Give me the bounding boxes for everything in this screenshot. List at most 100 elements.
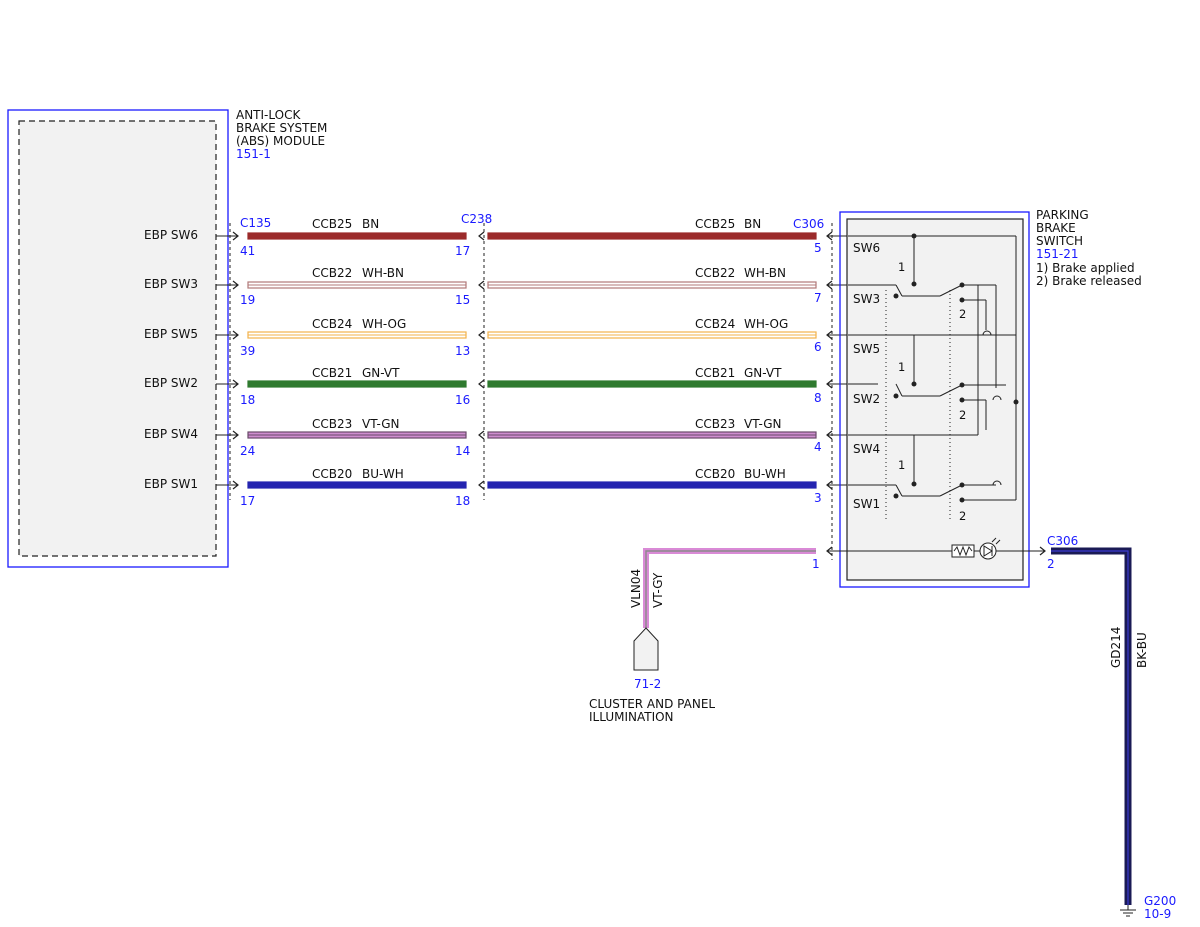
contact-dot — [959, 382, 965, 388]
sw6-label: SW6 — [853, 241, 880, 255]
connector-arrow — [232, 330, 239, 340]
sw1-blade-1 — [895, 484, 903, 497]
pin-c306: 5 — [814, 241, 822, 255]
led-icon — [979, 542, 997, 560]
c306-arrow — [826, 480, 833, 490]
sw5-hop — [982, 330, 992, 336]
pin-label: EBP SW3 — [144, 277, 198, 291]
contact-dot — [959, 297, 965, 303]
position-mark: 2 — [959, 307, 966, 321]
contact-dot — [893, 393, 899, 399]
circuit-id-2: CCB21 — [695, 366, 735, 380]
c306-arrow — [826, 379, 833, 389]
illumination-wire-color: VT-GY — [651, 572, 665, 608]
illumination-pin: 1 — [812, 557, 820, 571]
connector-arrow — [232, 280, 239, 290]
connector-arrow — [232, 480, 239, 490]
wire-color-1: GN-VT — [362, 366, 400, 380]
circuit-row-sw3: EBP SW3 CCB22 WH-BN CCB22 WH-BN 19 15 7 — [144, 266, 848, 307]
ground-circuit: C306 2 GD214 BK-BU G200 10-9 — [1047, 534, 1176, 921]
pin-label: EBP SW4 — [144, 427, 198, 441]
circuit-id-2: CCB23 — [695, 417, 735, 431]
c306-arrow — [826, 430, 833, 440]
abs-module-ref[interactable]: 151-1 — [236, 147, 271, 161]
sw5-label: SW5 — [853, 342, 880, 356]
sw1-hop — [992, 480, 1002, 486]
abs-module: ANTI-LOCK BRAKE SYSTEM (ABS) MODULE 151-… — [7, 108, 327, 568]
contact-dot — [959, 497, 965, 503]
c238-arrow — [478, 379, 485, 389]
contact-dot — [893, 293, 899, 299]
connector-arrow — [232, 379, 239, 389]
abs-module-title-line-1: ANTI-LOCK — [236, 108, 301, 122]
ground-wire — [1051, 547, 1132, 905]
wire-color-1: BU-WH — [362, 467, 404, 481]
sw3-blade-1 — [895, 284, 903, 297]
pin-c306: 6 — [814, 340, 822, 354]
switch-outline — [839, 211, 1030, 588]
contact-dot — [911, 481, 917, 487]
led-diode — [983, 545, 993, 557]
abs-module-body — [18, 120, 217, 557]
ground-ref[interactable]: 10-9 — [1144, 907, 1171, 921]
position-mark: 2 — [959, 408, 966, 422]
pin-c135: 19 — [240, 293, 255, 307]
parking-brake-switch: PARKING BRAKE SWITCH 151-21 1) Brake app… — [826, 208, 1142, 588]
switch-title-line-2: BRAKE — [1036, 221, 1076, 235]
c238-arrow — [478, 231, 485, 241]
switch-title-line-3: SWITCH — [1036, 234, 1083, 248]
circuit-row-sw6: EBP SW6 CCB25 BN CCB25 BN 41 17 5 — [144, 217, 848, 258]
c238-arrow — [478, 280, 485, 290]
sw2-label: SW2 — [853, 392, 880, 406]
c238-arrow — [478, 480, 485, 490]
contact-dot — [959, 482, 965, 488]
led-rays — [991, 537, 1001, 545]
sw1-label: SW1 — [853, 497, 880, 511]
circuit-id-1: CCB22 — [312, 266, 352, 280]
circuit-id-1: CCB25 — [312, 217, 352, 231]
wire-color-1: WH-OG — [362, 317, 406, 331]
wire-color-2: WH-OG — [744, 317, 788, 331]
switch-ref[interactable]: 151-21 — [1036, 247, 1079, 261]
sw4-label: SW4 — [853, 442, 880, 456]
circuit-id-2: CCB20 — [695, 467, 735, 481]
pin-c135: 17 — [240, 494, 255, 508]
ground-wire-tracer — [1051, 550, 1129, 905]
pin-c135: 18 — [240, 393, 255, 407]
ground-connector-arrow — [1039, 546, 1046, 556]
pin-c238: 16 — [455, 393, 470, 407]
c306-arrow — [826, 231, 833, 241]
pin-c238: 17 — [455, 244, 470, 258]
circuit-id-1: CCB20 — [312, 467, 352, 481]
ground-pin: 2 — [1047, 557, 1055, 571]
c306-arrow — [826, 280, 833, 290]
wire-color-1: VT-GN — [362, 417, 399, 431]
c238-arrow — [478, 330, 485, 340]
switch-contact-dots — [893, 233, 1019, 503]
abs-connector-label: C135 — [240, 216, 271, 230]
pin-c238: 15 — [455, 293, 470, 307]
illumination-label-line-2: ILLUMINATION — [589, 710, 674, 724]
cluster-connector-icon — [633, 627, 659, 671]
c238-connector-label: C238 — [461, 212, 492, 226]
position-mark: 2 — [959, 509, 966, 523]
c306-arrow — [826, 330, 833, 340]
wire-color-2: BU-WH — [744, 467, 786, 481]
wire-color-2: GN-VT — [744, 366, 782, 380]
illumination-ref[interactable]: 71-2 — [634, 677, 661, 691]
pin-c306: 3 — [814, 491, 822, 505]
connector-arrow — [232, 430, 239, 440]
wire-color-1: BN — [362, 217, 379, 231]
c306-connector-label: C306 — [793, 217, 824, 231]
contact-dot — [911, 281, 917, 287]
pin-c135: 24 — [240, 444, 255, 458]
abs-module-outline — [7, 109, 229, 568]
contact-dot — [959, 282, 965, 288]
switch-title-line-1: PARKING — [1036, 208, 1089, 222]
switch-body — [846, 218, 1024, 581]
pin-c238: 18 — [455, 494, 470, 508]
wire-color-2: VT-GN — [744, 417, 781, 431]
circuit-row-sw2: EBP SW2 CCB21 GN-VT CCB21 GN-VT 18 16 8 — [144, 366, 848, 407]
circuit-id-2: CCB22 — [695, 266, 735, 280]
